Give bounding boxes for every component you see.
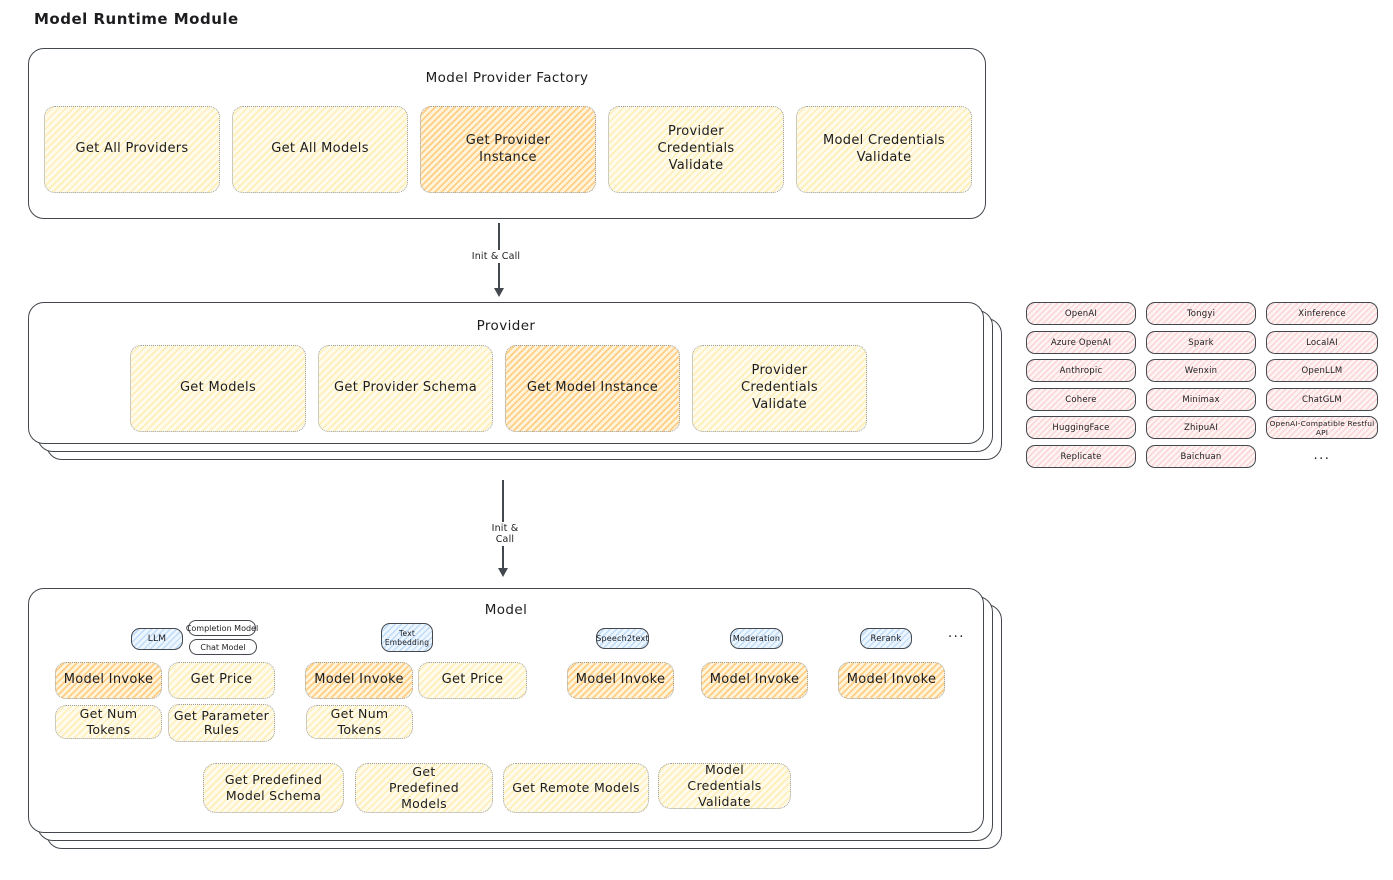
get-models-node: Get Models	[130, 345, 306, 432]
get-parameter-rules-node: Get Parameter Rules	[168, 704, 275, 742]
diagram-title: Model Runtime Module	[34, 10, 239, 28]
provider-pill: Wenxin	[1146, 359, 1256, 382]
provider-pill: Replicate	[1026, 445, 1136, 468]
provider-pill: Azure OpenAI	[1026, 331, 1136, 354]
provider-pill: OpenLLM	[1266, 359, 1378, 382]
get-price-node: Get Price	[168, 662, 275, 699]
model-credentials-validate-node: Model Credentials Validate	[796, 106, 972, 193]
get-predefined-models-node: Get Predefined Models	[355, 763, 493, 813]
provider-pill: Cohere	[1026, 388, 1136, 411]
provider-pill: Minimax	[1146, 388, 1256, 411]
arrow-label: Init & Call	[479, 522, 531, 546]
model-credentials-validate-node: Model Credentials Validate	[658, 762, 791, 809]
provider-pill: Tongyi	[1146, 302, 1256, 325]
get-predefined-model-schema-node: Get Predefined Model Schema	[203, 763, 344, 813]
get-all-providers-node: Get All Providers	[44, 106, 220, 193]
model-type-tab-completion-model: Completion Model	[186, 620, 258, 636]
provider-pill: OpenAI	[1026, 302, 1136, 325]
model-type-tab-llm: LLM	[131, 628, 183, 650]
model-title: Model	[484, 602, 528, 618]
model-type-tab-rerank: Rerank	[860, 628, 912, 649]
arrowhead-icon	[494, 288, 504, 297]
provider-credentials-validate-node: Provider Credentials Validate	[692, 345, 867, 432]
get-provider-instance-node: Get Provider Instance	[420, 106, 596, 193]
model-type-tab-moderation: Moderation	[730, 628, 783, 649]
provider-pill: Spark	[1146, 331, 1256, 354]
get-provider-schema-node: Get Provider Schema	[318, 345, 493, 432]
get-num-tokens-node: Get Num Tokens	[306, 705, 413, 739]
get-model-instance-node: Get Model Instance	[505, 345, 680, 432]
get-all-models-node: Get All Models	[232, 106, 408, 193]
model-invoke-node: Model Invoke	[567, 662, 674, 699]
provider-pill: Xinference	[1266, 302, 1378, 325]
model-type-tab-speech2text: Speech2text	[596, 628, 649, 649]
model-invoke-node: Model Invoke	[838, 662, 945, 699]
arrow-label: Init & Call	[468, 250, 524, 263]
provider-pill: ChatGLM	[1266, 388, 1378, 411]
provider-catalog-more: ...	[1313, 448, 1331, 463]
provider-pill: Anthropic	[1026, 359, 1136, 382]
provider-pill: OpenAI-Compatible Restful API	[1266, 416, 1378, 439]
model-invoke-node: Model Invoke	[701, 662, 808, 699]
get-remote-models-node: Get Remote Models	[503, 763, 649, 813]
model-invoke-node: Model Invoke	[55, 662, 162, 699]
provider-pill: Baichuan	[1146, 445, 1256, 468]
model-provider-factory-title: Model Provider Factory	[425, 70, 589, 86]
get-num-tokens-node: Get Num Tokens	[55, 705, 162, 739]
provider-title: Provider	[476, 318, 536, 334]
model-types-more: ...	[948, 626, 965, 641]
provider-pill: HuggingFace	[1026, 416, 1136, 439]
model-type-tab-text-embedding: Text Embedding	[381, 623, 433, 652]
model-invoke-node: Model Invoke	[305, 662, 413, 699]
model-type-tab-chat-model: Chat Model	[189, 639, 257, 655]
provider-pill: ZhipuAI	[1146, 416, 1256, 439]
provider-credentials-validate-node: Provider Credentials Validate	[608, 106, 784, 193]
provider-pill: LocalAI	[1266, 331, 1378, 354]
get-price-node: Get Price	[418, 662, 527, 699]
arrowhead-icon	[498, 568, 508, 577]
